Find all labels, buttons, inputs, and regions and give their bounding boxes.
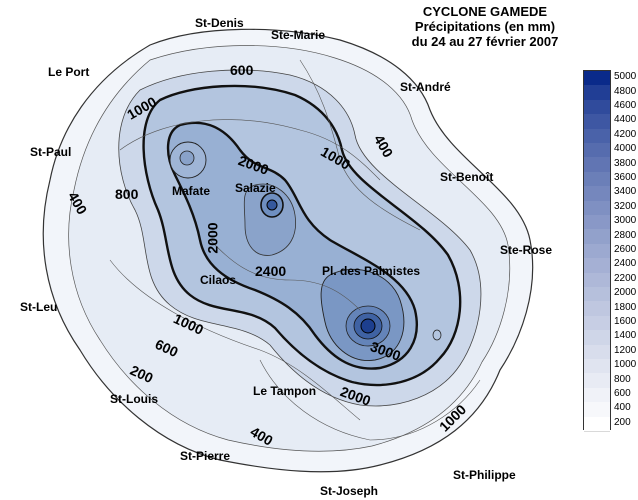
legend-label: 1400 xyxy=(614,330,637,342)
legend-label: 4000 xyxy=(614,143,637,155)
place-pl-des-palmistes: Pl. des Palmistes xyxy=(322,264,421,278)
legend-label: 2600 xyxy=(614,244,637,255)
legend-label: 2200 xyxy=(614,272,637,284)
legend-label: 800 xyxy=(614,373,631,385)
place-ste-rose: Ste-Rose xyxy=(500,243,553,257)
title-line-3: du 24 au 27 février 2007 xyxy=(411,34,559,49)
place-le-tampon: Le Tampon xyxy=(253,384,317,398)
legend-label: 3600 xyxy=(614,172,637,183)
legend-label: 400 xyxy=(614,402,631,414)
thin-contour-3 xyxy=(299,59,421,231)
legend-label: 2400 xyxy=(614,258,637,270)
place-mafate: Mafate xyxy=(172,184,211,198)
legend-label: 4600 xyxy=(614,100,637,111)
place-st-joseph: St-Joseph xyxy=(320,484,379,498)
rainfall-legend xyxy=(583,70,611,433)
legend-swatch xyxy=(584,416,610,433)
peak-mafate-inner xyxy=(179,150,195,166)
title-line-2: Précipitations (en mm) xyxy=(414,19,556,34)
legend-label: 2800 xyxy=(614,229,637,241)
place-st-philippe: St-Philippe xyxy=(453,468,516,482)
place-st-louis: St-Louis xyxy=(110,392,158,406)
contour-label-2400-center: 2400 xyxy=(255,263,287,279)
legend-label: 5000 xyxy=(614,71,637,83)
place-st-pierre: St-Pierre xyxy=(180,449,231,463)
place-ste-marie: Ste-Marie xyxy=(271,28,326,42)
place-le-port: Le Port xyxy=(48,65,90,79)
legend-label: 3400 xyxy=(614,186,637,198)
legend-label: 2000 xyxy=(614,287,637,299)
legend-label: 4400 xyxy=(614,114,637,126)
place-st-denis: St-Denis xyxy=(195,16,244,30)
legend-label: 4800 xyxy=(614,85,637,97)
legend-label: 1600 xyxy=(614,316,637,327)
legend-label: 3800 xyxy=(614,157,637,169)
legend-label: 4200 xyxy=(614,128,637,140)
place-st-paul: St-Paul xyxy=(30,145,72,159)
title-line-1: CYCLONE GAMEDE xyxy=(422,4,548,19)
legend-label: 3200 xyxy=(614,200,637,212)
map-title: CYCLONE GAMEDE Précipitations (en mm) du… xyxy=(395,4,575,49)
thin-contour-5 xyxy=(209,239,361,311)
place-salazie: Salazie xyxy=(235,181,276,195)
legend-label: 1800 xyxy=(614,301,637,313)
rainfall-map xyxy=(42,28,534,473)
legend-label: 600 xyxy=(614,388,631,399)
thin-contour-2 xyxy=(109,259,361,421)
small-ring-se xyxy=(432,329,442,341)
contour-label-600-north: 600 xyxy=(230,62,254,78)
legend-label: 1000 xyxy=(614,359,637,371)
peak-salazie-inner xyxy=(266,199,278,211)
contour-label-800-west: 800 xyxy=(115,186,139,202)
place-st-andre: St-André xyxy=(400,80,451,94)
place-st-benoit: St-Benoît xyxy=(440,170,494,184)
place-st-leu: St-Leu xyxy=(20,300,58,314)
place-cilaos: Cilaos xyxy=(200,273,237,287)
legend-label: 3000 xyxy=(614,215,637,227)
thin-contour-1 xyxy=(119,119,381,181)
legend-label: 200 xyxy=(614,416,631,428)
peak-south-inner xyxy=(360,318,376,334)
legend-label: 1200 xyxy=(614,344,637,356)
contour-label-2000-center: 2000 xyxy=(204,222,221,254)
thin-contour-4 xyxy=(259,359,481,441)
